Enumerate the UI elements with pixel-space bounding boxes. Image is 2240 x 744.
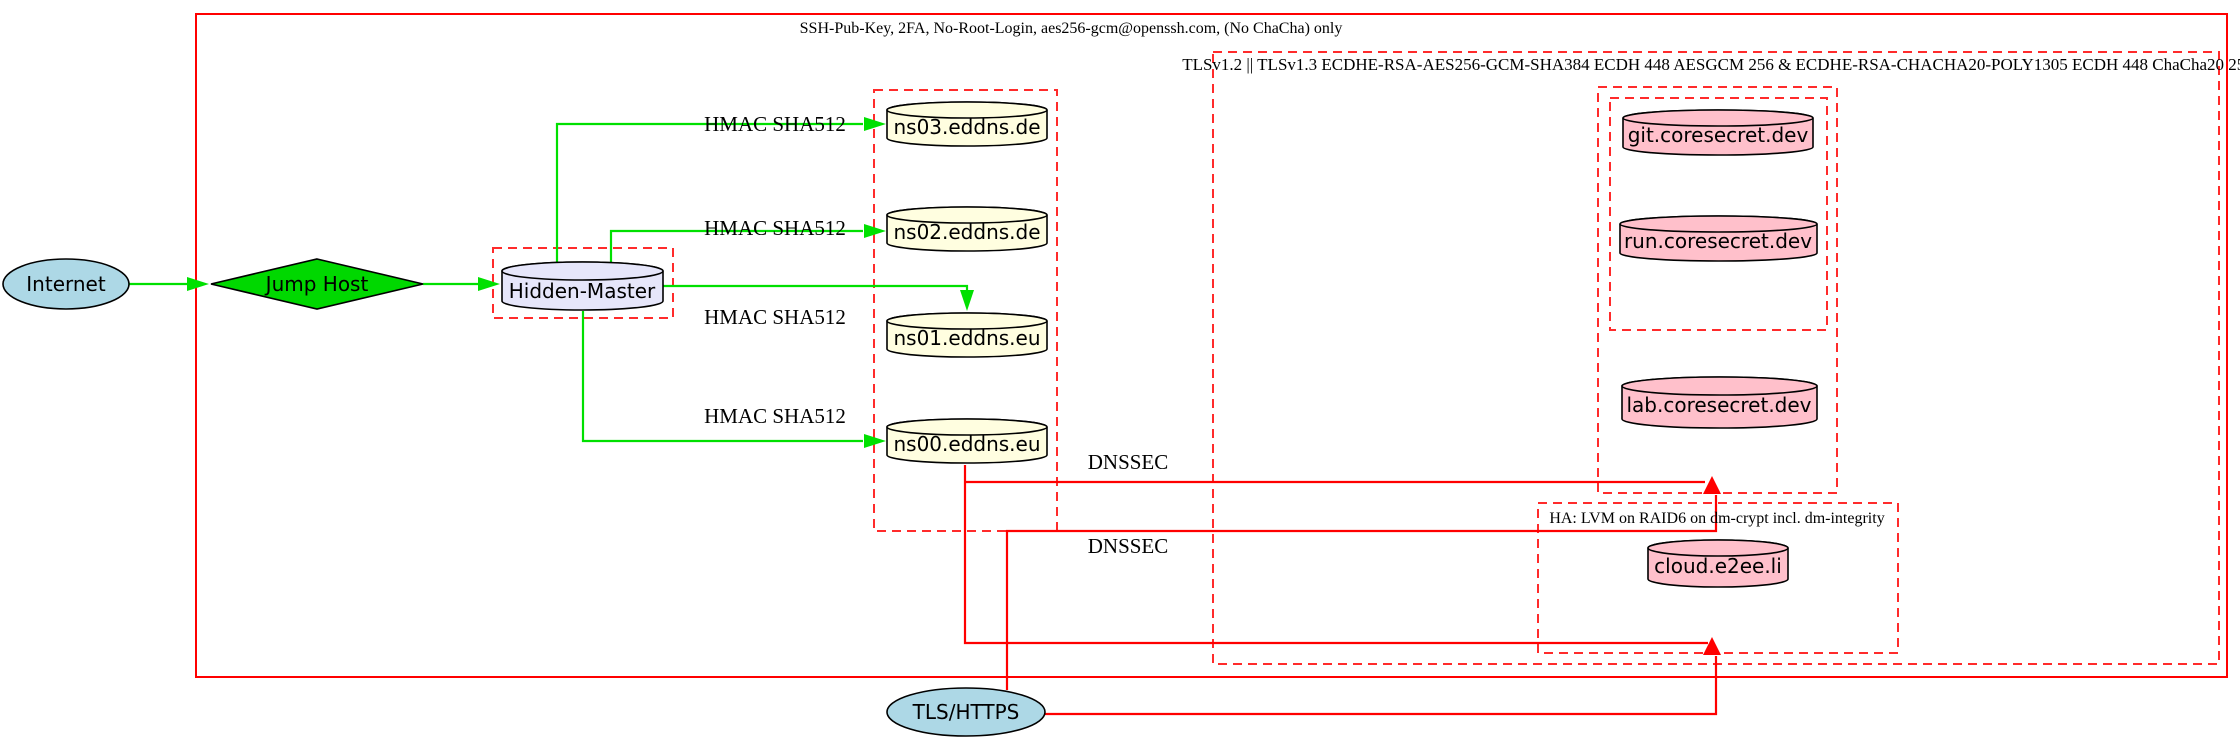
- git-run-cluster-box: [1609, 97, 1828, 331]
- git-label: git.coresecret.dev: [1628, 123, 1809, 147]
- ns02-label: ns02.eddns.de: [893, 220, 1040, 244]
- ns-cluster-box: [873, 89, 1058, 532]
- ns00-node: ns00.eddns.eu: [886, 418, 1048, 464]
- jump-host-label: Jump Host: [264, 272, 369, 296]
- ssh-cluster-label: SSH-Pub-Key, 2FA, No-Root-Login, aes256-…: [800, 20, 1343, 37]
- run-label: run.coresecret.dev: [1624, 229, 1812, 253]
- ns02-cylinder-cap: [886, 206, 1048, 224]
- edge-ns00-to-ha-cluster: [963, 465, 1708, 645]
- arrowhead-to-ns02-icon: [864, 224, 886, 238]
- ssh-cluster-box: [195, 13, 2228, 678]
- cloud-cylinder-cap: [1647, 539, 1789, 557]
- lab-label: lab.coresecret.dev: [1626, 393, 1811, 417]
- arrowhead-to-ns01-icon: [960, 290, 974, 311]
- edge-hiddenmaster-to-ns01: [663, 284, 969, 290]
- arrowhead-to-hiddenmaster-icon: [478, 277, 500, 291]
- ns01-node: ns01.eddns.eu: [886, 312, 1048, 358]
- ns00-label: ns00.eddns.eu: [893, 432, 1040, 456]
- lab-node: lab.coresecret.dev: [1621, 376, 1818, 429]
- edge-hiddenmaster-to-ns02: [609, 229, 863, 263]
- run-cylinder-cap: [1619, 215, 1818, 233]
- git-node: git.coresecret.dev: [1622, 109, 1814, 156]
- git-cylinder-cap: [1622, 109, 1814, 127]
- dnssec-label-upper: DNSSEC: [1088, 450, 1169, 474]
- ns01-cylinder-cap: [886, 312, 1048, 330]
- ns03-cylinder-cap: [886, 101, 1048, 119]
- edge-hiddenmaster-to-ns03: [555, 122, 863, 263]
- hmac-label-ns00: HMAC SHA512: [704, 404, 846, 428]
- hidden-master-cylinder-cap: [501, 261, 664, 281]
- internet-node: [2, 258, 130, 310]
- hmac-label-ns02: HMAC SHA512: [704, 216, 846, 240]
- edge-hiddenmaster-to-ns00: [581, 311, 863, 443]
- tls-https-node: [886, 687, 1046, 737]
- hmac-label-ns01: HMAC SHA512: [704, 305, 846, 329]
- run-node: run.coresecret.dev: [1619, 215, 1818, 262]
- arrowhead-into-ha-cluster-icon: [1703, 637, 1721, 655]
- edge-tlshttps-to-ha-cluster: [1044, 656, 1718, 716]
- cloud-label: cloud.e2ee.li: [1654, 554, 1782, 578]
- arrowhead-to-ns00-icon: [864, 434, 886, 448]
- arrowhead-into-coresecret-cluster-icon: [1703, 476, 1721, 494]
- arrowhead-to-jumphost-icon: [187, 277, 209, 291]
- ns02-node: ns02.eddns.de: [886, 206, 1048, 252]
- hidden-master-node: Hidden-Master: [501, 261, 664, 311]
- lab-cylinder-cap: [1621, 376, 1818, 396]
- dnssec-label-lower: DNSSEC: [1088, 534, 1169, 558]
- arrowhead-to-ns03-icon: [864, 117, 886, 131]
- hidden-master-label: Hidden-Master: [509, 279, 656, 303]
- hmac-label-ns03: HMAC SHA512: [704, 112, 846, 136]
- ns01-label: ns01.eddns.eu: [893, 326, 1040, 350]
- cloud-node: cloud.e2ee.li: [1647, 539, 1789, 588]
- ns03-node: ns03.eddns.de: [886, 101, 1048, 147]
- tls-https-label: TLS/HTTPS: [912, 700, 1020, 724]
- tls-cluster-label: TLSv1.2 || TLSv1.3 ECDHE-RSA-AES256-GCM-…: [1182, 55, 2240, 74]
- ns00-cylinder-cap: [886, 418, 1048, 436]
- edge-tlshttps-to-coresecret-cluster: [1005, 495, 1718, 690]
- ns03-label: ns03.eddns.de: [893, 115, 1040, 139]
- coresecret-outer-cluster-box: [1597, 86, 1838, 494]
- internet-label: Internet: [26, 272, 106, 296]
- jump-host-node: [210, 258, 424, 310]
- ha-cluster-label: HA: LVM on RAID6 on dm-crypt incl. dm-in…: [1549, 510, 1884, 527]
